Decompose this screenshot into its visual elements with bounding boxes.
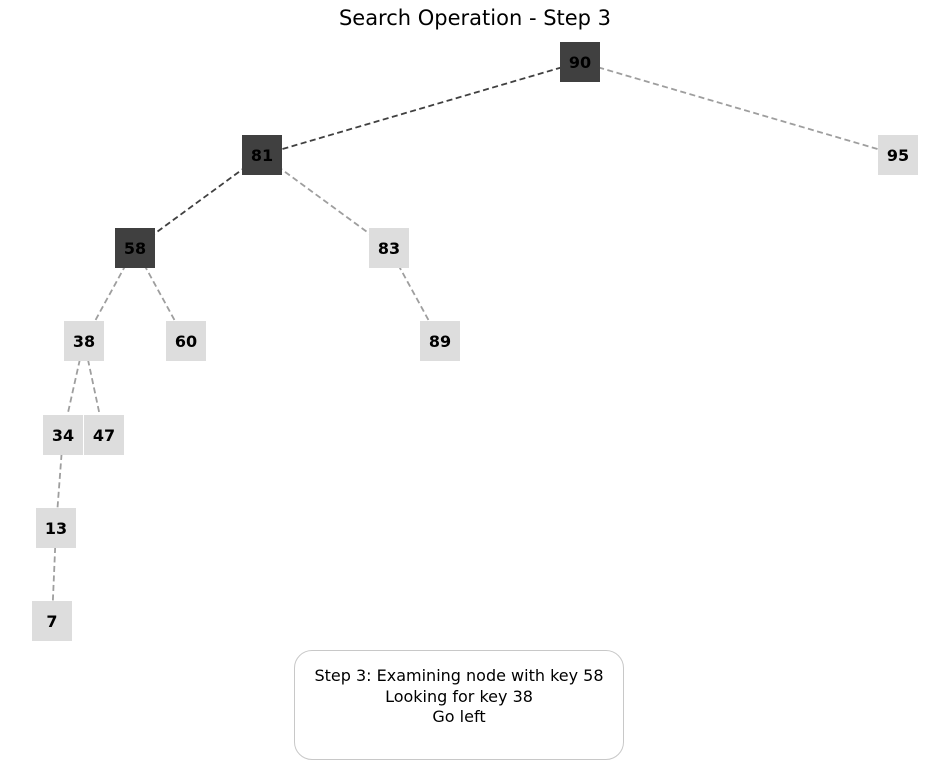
- node-key-label: 34: [52, 426, 74, 445]
- tree-canvas: 90 81 95 58 83 38 60 89 34 47 13 7: [32, 42, 918, 641]
- node-key-label: 83: [378, 239, 400, 258]
- tree-node-81: 81: [242, 135, 282, 175]
- node-box: [64, 321, 104, 361]
- node-key-label: 58: [124, 239, 146, 258]
- tree-node-90: 90: [560, 42, 600, 82]
- node-box: [115, 228, 155, 268]
- node-box: [32, 601, 72, 641]
- node-key-label: 38: [73, 332, 95, 351]
- node-key-label: 90: [569, 53, 591, 72]
- edge-81-58: [134, 154, 263, 249]
- node-key-label: 60: [175, 332, 197, 351]
- node-box: [36, 508, 76, 548]
- node-key-label: 81: [251, 146, 273, 165]
- node-box: [878, 135, 918, 175]
- tree-node-47: 47: [84, 415, 124, 455]
- tree-node-83: 83: [369, 228, 409, 268]
- tree-node-34: 34: [43, 415, 83, 455]
- node-box: [84, 415, 124, 455]
- tree-node-58: 58: [115, 228, 155, 268]
- node-key-label: 13: [45, 519, 67, 538]
- node-key-label: 89: [429, 332, 451, 351]
- node-box: [560, 42, 600, 82]
- tree-node-7: 7: [32, 601, 72, 641]
- search-target: Looking for key 38: [385, 686, 533, 706]
- node-box: [43, 415, 83, 455]
- edge-90-81: [261, 61, 581, 156]
- tree-node-13: 13: [36, 508, 76, 548]
- node-key-label: 47: [93, 426, 115, 445]
- edge-90-95: [579, 61, 899, 156]
- tree-node-95: 95: [878, 135, 918, 175]
- step-info-box: Step 3: Examining node with key 58 Looki…: [294, 650, 624, 760]
- node-box: [420, 321, 460, 361]
- edge-81-83: [261, 154, 390, 249]
- bst-diagram: 90 81 95 58 83 38 60 89 34 47 13 7 Search Operation…: [32, 6, 918, 760]
- nodes-layer: 90 81 95 58 83 38 60 89 34 47 13 7: [32, 42, 918, 641]
- node-box: [242, 135, 282, 175]
- tree-node-89: 89: [420, 321, 460, 361]
- node-key-label: 95: [887, 146, 909, 165]
- tree-node-60: 60: [166, 321, 206, 361]
- diagram-title: Search Operation - Step 3: [338, 6, 612, 30]
- node-box: [369, 228, 409, 268]
- step-description: Step 3: Examining node with key 58: [314, 666, 604, 685]
- node-key-label: 7: [46, 612, 57, 631]
- next-direction: Go left: [432, 707, 486, 726]
- node-box: [166, 321, 206, 361]
- tree-node-38: 38: [64, 321, 104, 361]
